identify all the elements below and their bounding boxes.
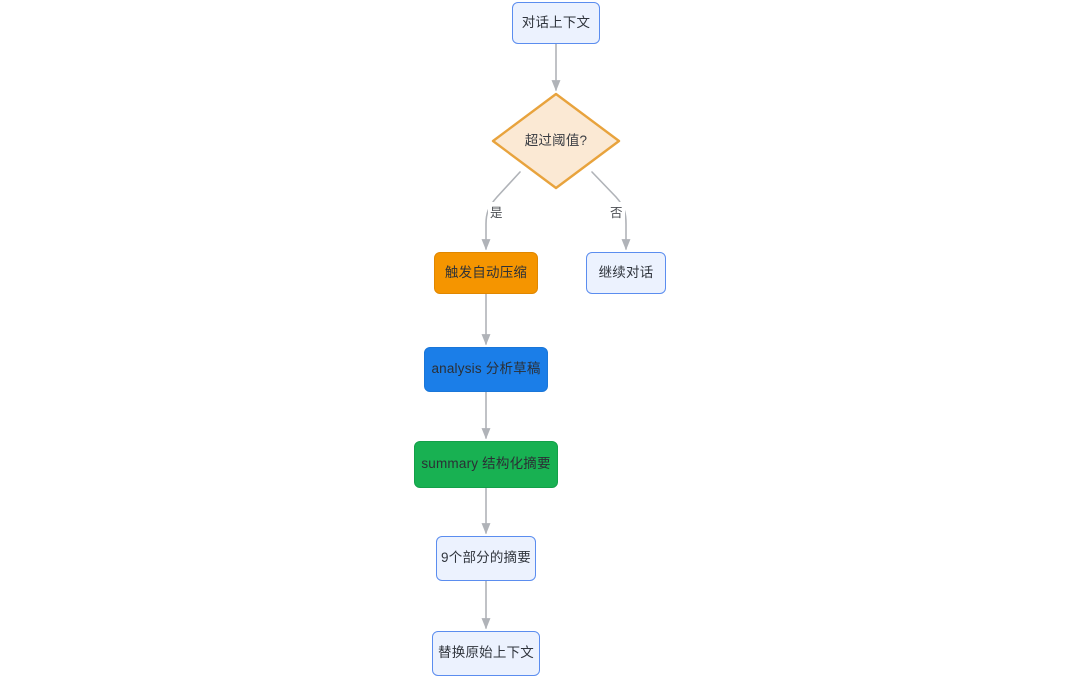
node-threshold[interactable]: 超过阈值? — [491, 92, 621, 190]
diamond-shape — [491, 92, 621, 190]
node-trigger[interactable]: 触发自动压缩 — [434, 252, 538, 294]
node-trigger-label: 触发自动压缩 — [444, 264, 528, 280]
node-continue[interactable]: 继续对话 — [586, 252, 666, 294]
node-replace[interactable]: 替换原始上下文 — [432, 631, 540, 676]
node-context[interactable]: 对话上下文 — [512, 2, 600, 44]
node-sections-label: 9个部分的摘要 — [441, 550, 531, 566]
edge-label-yes: 是 — [488, 202, 505, 221]
node-replace-label: 替换原始上下文 — [438, 645, 534, 661]
node-summary-label: summary 结构化摘要 — [421, 456, 551, 472]
node-analysis-label: analysis 分析草稿 — [431, 361, 541, 377]
node-context-label: 对话上下文 — [521, 14, 591, 30]
node-threshold-label: 超过阈值? — [524, 132, 588, 148]
edge-label-no: 否 — [608, 202, 625, 221]
node-sections[interactable]: 9个部分的摘要 — [436, 536, 536, 581]
node-continue-label: 继续对话 — [598, 264, 654, 280]
node-analysis[interactable]: analysis 分析草稿 — [424, 347, 548, 392]
node-summary[interactable]: summary 结构化摘要 — [414, 441, 558, 488]
